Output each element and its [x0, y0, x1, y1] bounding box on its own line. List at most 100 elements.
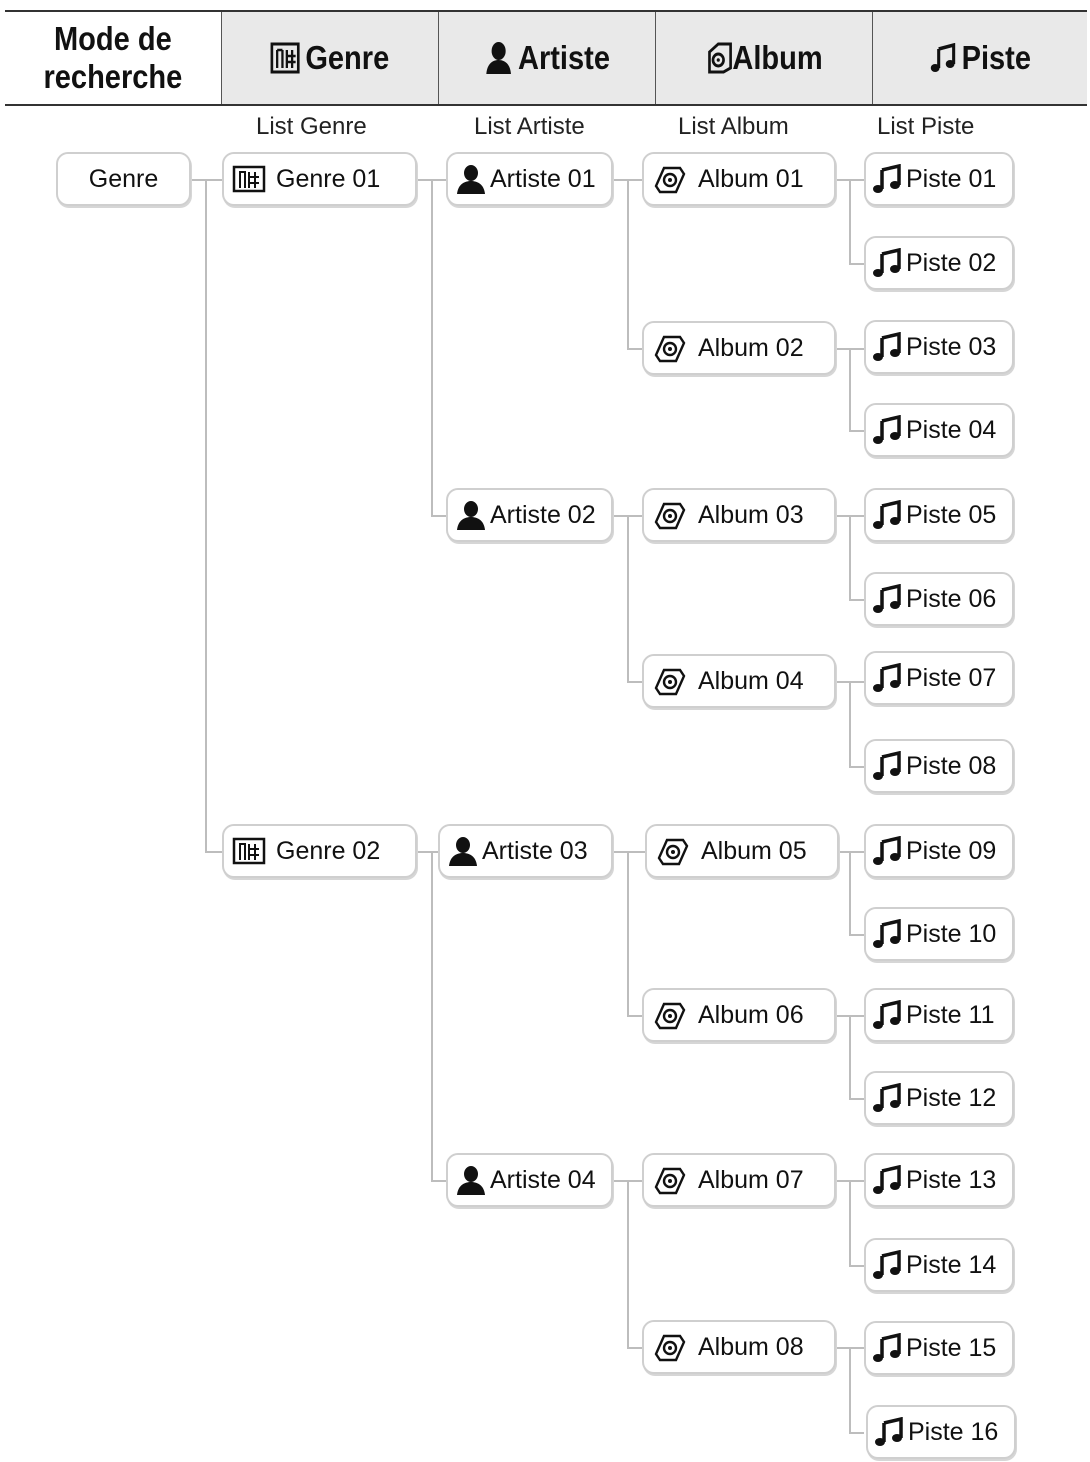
genre-node[interactable]: Genre 01: [222, 152, 417, 206]
music-note-icon: [874, 1417, 904, 1447]
album-node-label: Album 05: [701, 836, 807, 865]
track-node-label: Piste 07: [906, 663, 997, 692]
header-piste-label: Piste: [961, 39, 1031, 76]
track-node[interactable]: Piste 06: [864, 572, 1014, 626]
music-note-icon: [872, 164, 902, 194]
album-node[interactable]: Album 02: [642, 321, 836, 375]
track-node[interactable]: Piste 08: [864, 739, 1014, 793]
track-node[interactable]: Piste 02: [864, 236, 1014, 290]
artist-node-label: Artiste 03: [482, 836, 588, 865]
track-node[interactable]: Piste 05: [864, 488, 1014, 542]
music-note-icon: [872, 1333, 902, 1363]
artist-node-label: Artiste 04: [490, 1165, 596, 1194]
music-note-icon: [929, 43, 955, 73]
track-node-label: Piste 06: [906, 584, 997, 613]
artist-node[interactable]: Artiste 02: [446, 488, 613, 542]
music-note-icon: [872, 663, 902, 693]
track-node[interactable]: Piste 01: [864, 152, 1014, 206]
track-node-label: Piste 04: [906, 415, 997, 444]
disc-icon: [654, 1165, 686, 1195]
track-node-label: Piste 09: [906, 836, 997, 865]
artist-node-label: Artiste 01: [490, 164, 596, 193]
album-node-label: Album 08: [698, 1332, 804, 1361]
header-genre-label: Genre: [305, 39, 390, 76]
track-node-label: Piste 11: [906, 1000, 995, 1029]
music-note-icon: [872, 248, 902, 278]
music-note-icon: [872, 1250, 902, 1280]
album-node-label: Album 04: [698, 666, 804, 695]
music-note-icon: [872, 415, 902, 445]
music-note-icon: [872, 836, 902, 866]
person-icon: [448, 836, 478, 866]
header-album-cell: Album: [655, 12, 872, 104]
header-artiste-cell: Artiste: [438, 12, 655, 104]
track-node-label: Piste 14: [906, 1250, 997, 1279]
album-node[interactable]: Album 01: [642, 152, 836, 206]
column-label-piste: List Piste: [877, 113, 975, 140]
album-node[interactable]: Album 07: [642, 1153, 836, 1207]
genre-node-label: Genre 02: [276, 836, 381, 865]
header-album-label: Album: [732, 39, 823, 76]
column-label-album: List Album: [678, 113, 789, 140]
music-note-icon: [872, 1083, 902, 1113]
album-node[interactable]: Album 04: [642, 654, 836, 708]
column-label-genre: List Genre: [256, 113, 367, 140]
person-icon: [456, 164, 486, 194]
track-node[interactable]: Piste 16: [866, 1405, 1016, 1459]
header-piste-cell: Piste: [872, 12, 1087, 104]
disc-icon: [654, 500, 686, 530]
track-node[interactable]: Piste 09: [864, 824, 1014, 878]
person-icon: [484, 41, 512, 75]
genre-node[interactable]: Genre 02: [222, 824, 417, 878]
track-node-label: Piste 13: [906, 1165, 997, 1194]
album-node-label: Album 06: [698, 1000, 804, 1029]
disc-icon: [654, 1000, 686, 1030]
music-note-icon: [872, 500, 902, 530]
track-node[interactable]: Piste 14: [864, 1238, 1014, 1292]
music-note-icon: [872, 1000, 902, 1030]
track-node[interactable]: Piste 11: [864, 988, 1014, 1042]
person-icon: [456, 1165, 486, 1195]
disc-icon: [654, 333, 686, 363]
track-node[interactable]: Piste 07: [864, 651, 1014, 705]
music-note-icon: [872, 332, 902, 362]
album-node-label: Album 03: [698, 500, 804, 529]
disc-icon: [654, 666, 686, 696]
album-node[interactable]: Album 08: [642, 1320, 836, 1374]
album-node[interactable]: Album 03: [642, 488, 836, 542]
track-node[interactable]: Piste 03: [864, 320, 1014, 374]
artist-node[interactable]: Artiste 03: [438, 824, 613, 878]
album-node-label: Album 07: [698, 1165, 804, 1194]
music-note-icon: [872, 919, 902, 949]
track-node[interactable]: Piste 15: [864, 1321, 1014, 1375]
artist-node[interactable]: Artiste 04: [446, 1153, 613, 1207]
track-node[interactable]: Piste 10: [864, 907, 1014, 961]
disc-icon: [654, 1332, 686, 1362]
track-node[interactable]: Piste 13: [864, 1153, 1014, 1207]
track-node-label: Piste 15: [906, 1333, 997, 1362]
artist-node-label: Artiste 02: [490, 500, 596, 529]
genre-node-label: Genre 01: [276, 164, 381, 193]
track-node[interactable]: Piste 12: [864, 1071, 1014, 1125]
root-node-genre[interactable]: Genre: [56, 152, 191, 206]
column-label-artiste: List Artiste: [474, 113, 585, 140]
track-node[interactable]: Piste 04: [864, 403, 1014, 457]
disc-icon: [654, 164, 686, 194]
album-node[interactable]: Album 06: [642, 988, 836, 1042]
artist-node[interactable]: Artiste 01: [446, 152, 613, 206]
track-node-label: Piste 03: [906, 332, 997, 361]
genre-icon: [232, 165, 266, 193]
album-node[interactable]: Album 05: [645, 824, 839, 878]
track-node-label: Piste 16: [908, 1417, 999, 1446]
disc-icon: [706, 42, 732, 74]
album-node-label: Album 01: [698, 164, 804, 193]
track-node-label: Piste 02: [906, 248, 997, 277]
track-node-label: Piste 01: [906, 164, 997, 193]
root-node-label: Genre: [88, 164, 159, 193]
track-node-label: Piste 08: [906, 751, 997, 780]
track-node-label: Piste 05: [906, 500, 997, 529]
